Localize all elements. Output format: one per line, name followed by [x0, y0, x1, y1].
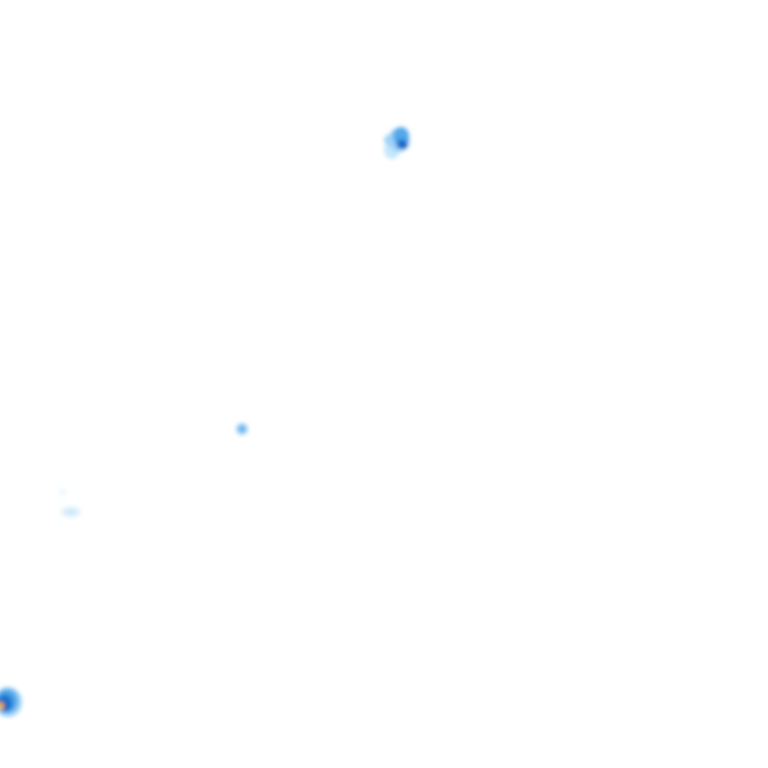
- precip-cell-southwest: [0, 687, 22, 717]
- precip-cell-center: [236, 423, 248, 435]
- precip-cell-north: [384, 127, 410, 159]
- precip-cell-west: [61, 490, 80, 516]
